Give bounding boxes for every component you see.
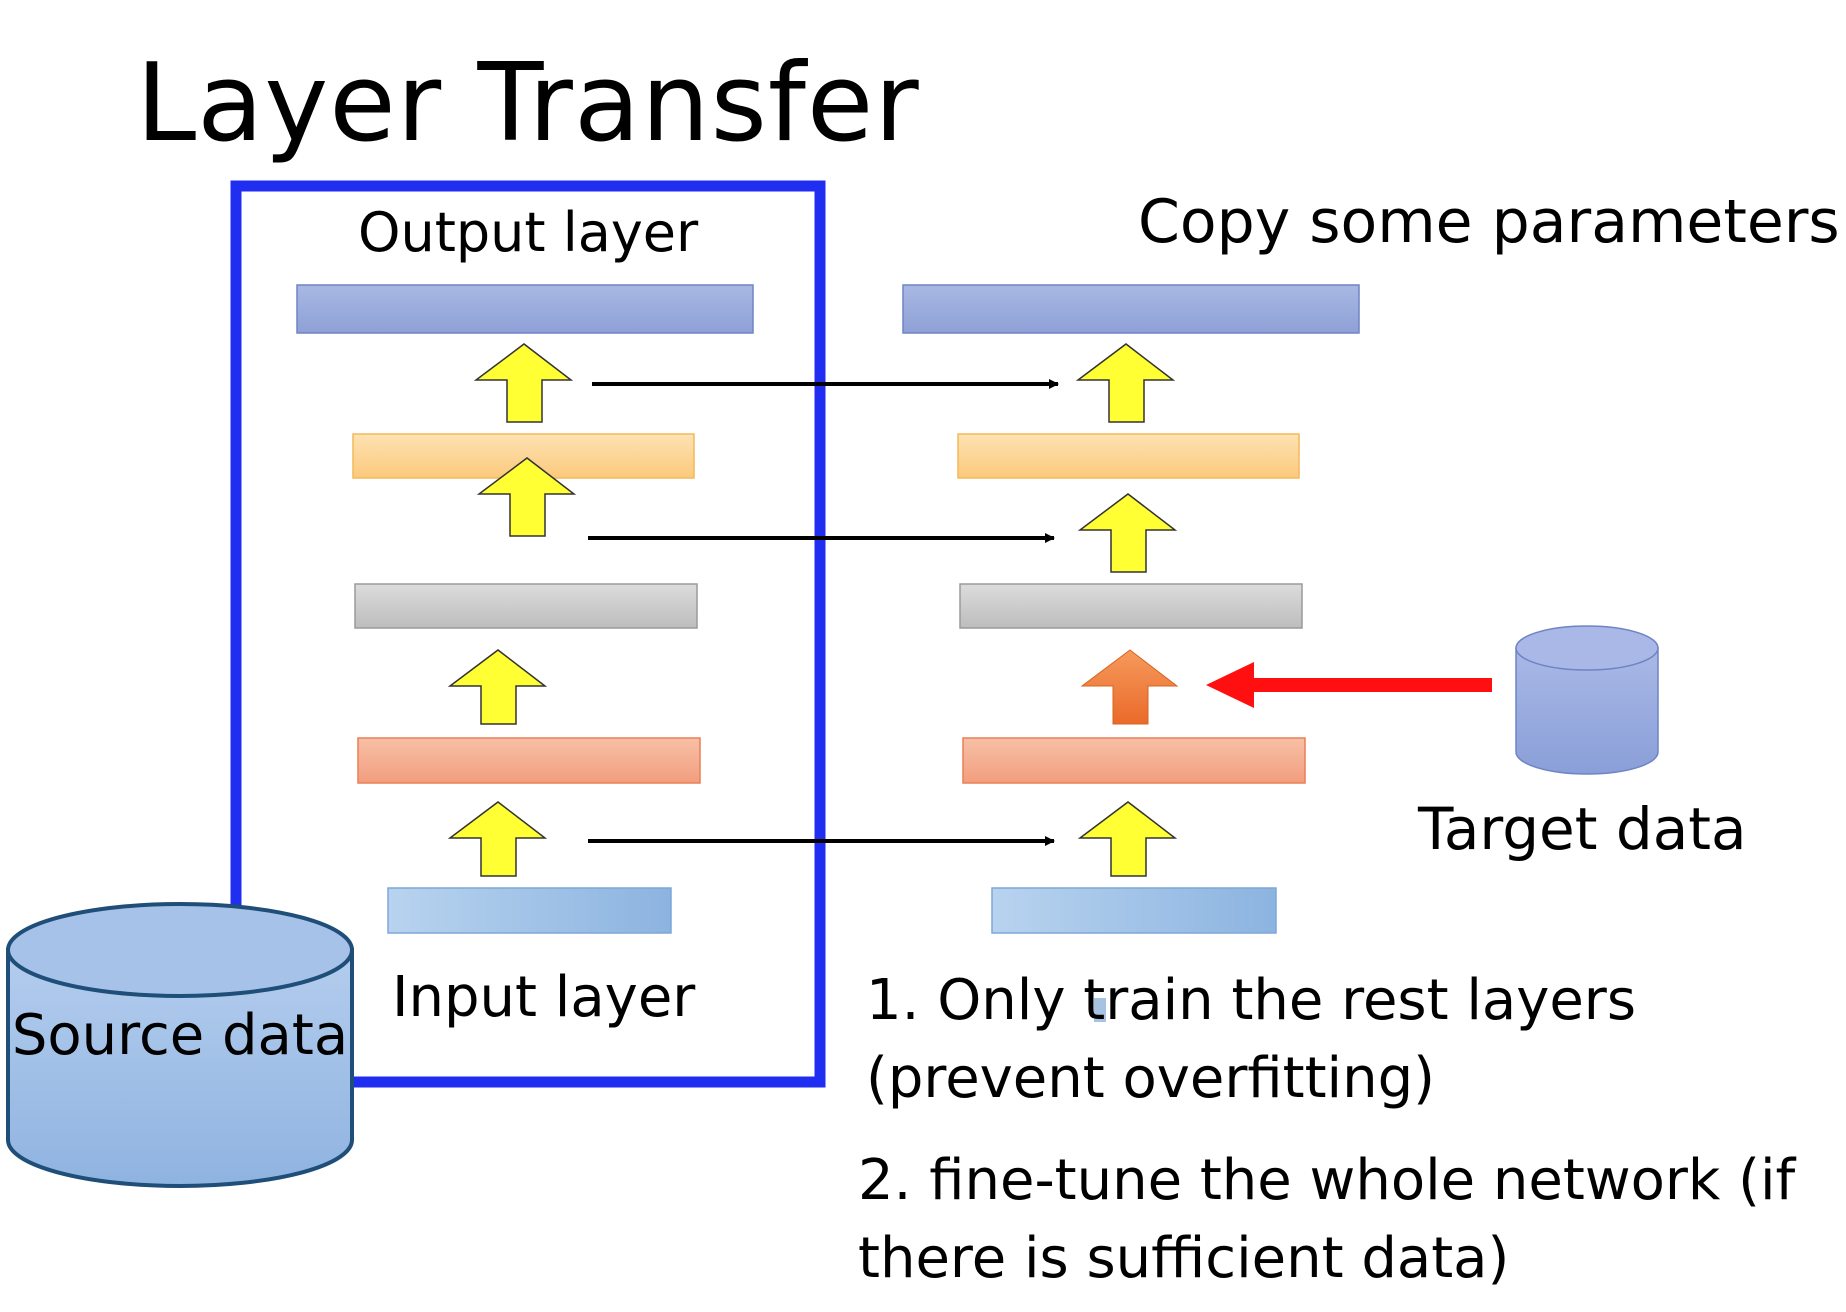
target-up-arrow-4 [1077, 801, 1178, 877]
target-input-layer [991, 887, 1277, 934]
target-hidden-layer-2 [959, 583, 1303, 629]
copy-parameters-label: Copy some parameters [1138, 187, 1840, 257]
source-model-frame [230, 180, 826, 1088]
note-fine-tune-whole: 2. fine-tune the whole network (if there… [858, 1148, 1796, 1291]
source-up-arrows [447, 343, 577, 877]
target-data-arrow [1206, 662, 1492, 708]
source-output-layer [296, 284, 754, 334]
source-hidden-layer-1 [357, 737, 701, 784]
copy-parameter-arrows [588, 379, 1059, 846]
cursor-mark [1094, 998, 1106, 1022]
slide-title: Layer Transfer [136, 41, 920, 166]
source-hidden-layer-2 [354, 583, 698, 629]
target-data-cylinder [1515, 625, 1659, 775]
target-hidden-layer-1 [962, 737, 1306, 784]
target-up-arrow-2 [1077, 493, 1178, 573]
target-up-arrows [1075, 343, 1178, 877]
note-only-train-rest: 1. Only train the rest layers (prevent o… [866, 968, 1636, 1111]
target-hidden-layer-3 [957, 433, 1300, 479]
source-up-arrow-2 [476, 457, 577, 537]
target-output-layer [902, 284, 1360, 334]
target-data-label: Target data [1418, 795, 1747, 863]
source-data-cylinder [6, 902, 354, 1188]
source-up-arrow-1 [473, 343, 574, 423]
source-up-arrow-4 [447, 801, 548, 877]
source-up-arrow-3 [447, 649, 548, 725]
input-layer-label: Input layer [392, 965, 696, 1030]
output-layer-label: Output layer [358, 201, 699, 264]
source-data-label: Source data [11, 1003, 349, 1068]
source-input-layer [387, 887, 672, 934]
source-hidden-layer-3 [352, 433, 695, 479]
trained-layer-arrow [1080, 649, 1179, 725]
target-up-arrow-1 [1075, 343, 1176, 423]
